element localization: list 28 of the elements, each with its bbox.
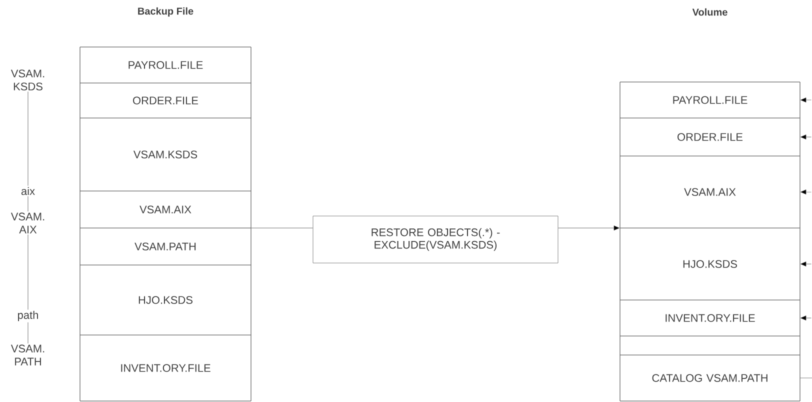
file-cell: VSAM.AIX	[80, 190, 252, 228]
arrow	[800, 98, 812, 102]
file-cell: INVENT.ORY.FILE	[620, 300, 800, 336]
file-cell: CATALOG VSAM.PATH	[620, 354, 800, 402]
file-cell: ORDER.FILE	[80, 82, 252, 118]
arrow	[800, 134, 812, 140]
file-cell: ORDER.FILE	[620, 118, 800, 156]
side-label: VSAM. PATH	[10, 344, 44, 366]
arrow	[800, 190, 812, 194]
file-cell: PAYROLL.FILE	[620, 82, 800, 118]
command-box: RESTORE OBJECTS(.*) - EXCLUDE(VSAM.KSDS)	[312, 216, 558, 264]
empty-cell	[620, 336, 800, 356]
side-label: VSAM. AIX	[10, 212, 44, 234]
column-heading: Volume	[692, 8, 728, 16]
arrow	[800, 316, 812, 320]
side-label: VSAM. KSDS	[10, 70, 44, 90]
arrow	[558, 226, 620, 230]
side-label: path	[18, 310, 38, 322]
file-cell: VSAM.KSDS	[80, 118, 252, 192]
file-cell: PAYROLL.FILE	[80, 46, 252, 84]
file-cell: HJO.KSDS	[80, 264, 252, 336]
file-cell: HJO.KSDS	[620, 228, 800, 300]
file-cell: VSAM.AIX	[620, 156, 800, 228]
file-cell: INVENT.ORY.FILE	[80, 334, 252, 402]
arrow	[800, 262, 812, 266]
file-cell: VSAM.PATH	[80, 228, 252, 266]
column-heading: Backup File	[138, 7, 194, 17]
side-label: aix	[21, 186, 35, 196]
